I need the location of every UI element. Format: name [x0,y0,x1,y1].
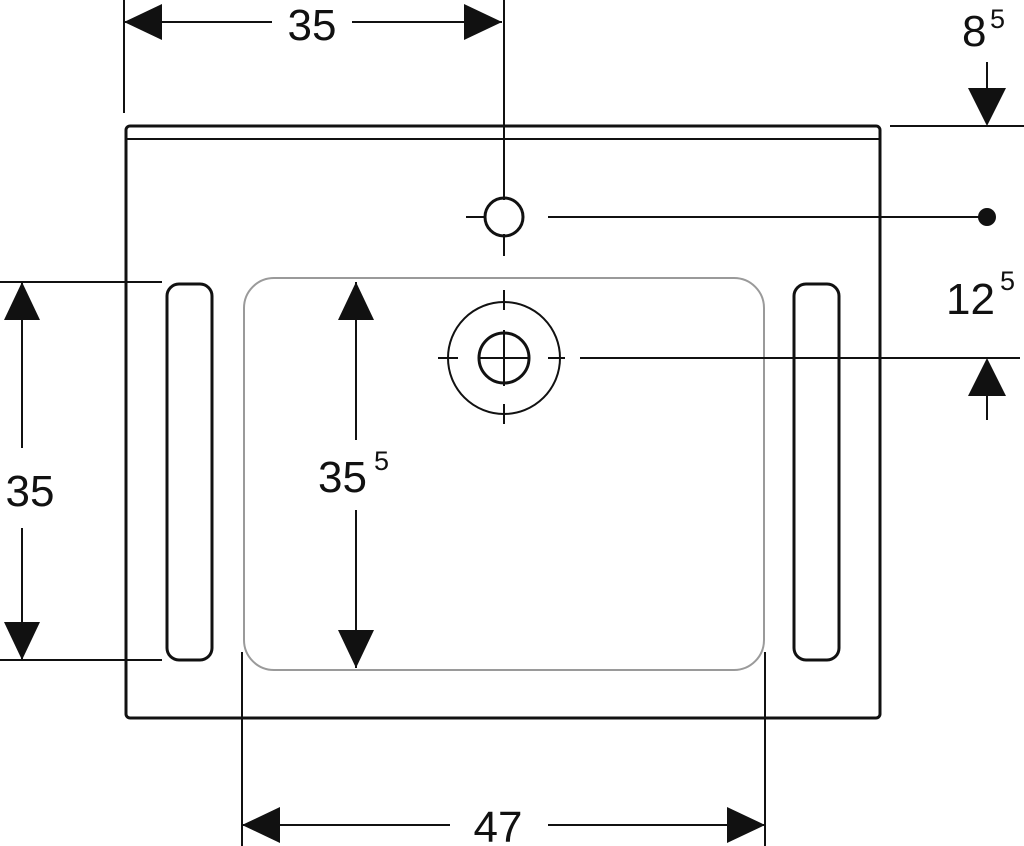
dim-tap-to-drain-sup: 5 [1000,266,1015,296]
dim-top-offset: 8 5 [890,4,1024,127]
drain [438,290,1020,424]
dim-bowl-depth: 35 5 [318,282,389,668]
bowl-outline [243,277,765,671]
dim-tap-from-left: 35 [123,0,502,113]
dim-bowl-width-label: 47 [474,803,523,846]
reference-dot [978,208,996,226]
left-grab-slot [165,282,214,662]
dim-top-offset-sup: 5 [990,4,1005,34]
dim-grab-rail-length: 35 [0,281,162,661]
tap-hole [466,0,982,256]
dim-bowl-depth-label: 35 [318,453,367,502]
dim-top-offset-label: 8 [962,7,986,56]
right-grab-slot [792,282,841,662]
dim-bowl-depth-sup: 5 [374,446,389,476]
dim-tap-to-drain: 12 5 [946,266,1015,420]
dim-tap-from-left-label: 35 [288,1,337,50]
dim-grab-rail-length-label: 35 [6,467,55,516]
dim-tap-to-drain-label: 12 [946,275,995,324]
dim-bowl-width: 47 [241,652,766,846]
